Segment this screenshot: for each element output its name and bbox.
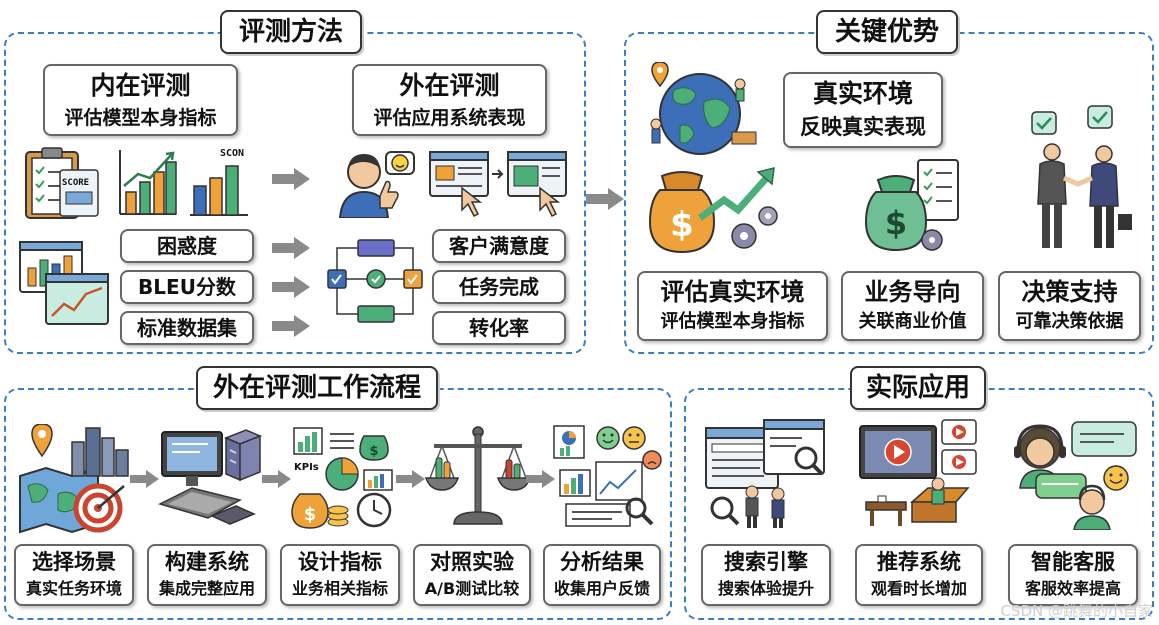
application-title: 搜索引擎 xyxy=(724,550,808,574)
workflow-step-experiment: 对照实验 A/B测试比较 xyxy=(413,544,531,606)
arrow-right-icon xyxy=(526,470,555,488)
real-env-box: 真实环境 反映真实表现 xyxy=(783,72,943,148)
scon-tag: SCON xyxy=(220,148,245,159)
advantage-card-real-env: 评估真实环境 评估模型本身指标 xyxy=(637,271,828,341)
advantage-card-decision: 决策支持 可靠决策依据 xyxy=(998,271,1141,341)
workflow-step-subtitle: 集成完整应用 xyxy=(158,579,255,598)
workflow-title: 外在评测工作流程 xyxy=(196,366,438,410)
clipboard-score-icon xyxy=(25,147,99,219)
bar-chart-rising-icon xyxy=(119,150,177,215)
results-feedback-icon xyxy=(553,425,662,527)
metric-bleu-label: BLEU分数 xyxy=(138,275,236,299)
metric-bleu: BLEU分数 xyxy=(120,270,254,304)
svg-text:$: $ xyxy=(304,504,317,525)
workflow-step-title: 对照实验 xyxy=(430,550,514,574)
advantage-card-subtitle: 关联商业价值 xyxy=(858,311,967,332)
arrow-right-icon xyxy=(262,470,291,488)
search-engine-icon xyxy=(705,419,825,528)
application-subtitle: 客服效率提高 xyxy=(1024,579,1121,598)
video-recommendation-icon xyxy=(859,419,977,526)
arrow-right-icon xyxy=(272,168,310,190)
kpi-tag: KPIs xyxy=(294,462,319,473)
svg-text:$: $ xyxy=(670,205,694,245)
metric-task-completion: 任务完成 xyxy=(432,270,566,304)
balance-scale-icon xyxy=(424,426,532,525)
metric-conversion: 转化率 xyxy=(432,311,566,345)
application-title: 智能客服 xyxy=(1031,550,1115,574)
metric-perplexity-label: 困惑度 xyxy=(157,234,217,258)
flowchart-icon xyxy=(327,239,423,323)
watermark: CSDN @跳舞的小自家 xyxy=(1000,602,1153,620)
workflow-step-build: 构建系统 集成完整应用 xyxy=(147,544,267,606)
svg-text:$: $ xyxy=(369,444,378,459)
metric-satisfaction: 客户满意度 xyxy=(432,229,566,263)
arrow-right-icon xyxy=(396,470,425,488)
arrow-right-icon xyxy=(130,470,159,488)
intrinsic-eval-title: 内在评测 xyxy=(90,71,191,100)
browser-windows-click-icon xyxy=(429,151,567,218)
workflow-step-title: 选择场景 xyxy=(32,550,116,574)
analytics-sheets-icon xyxy=(19,241,109,325)
intrinsic-eval-box: 内在评测 评估模型本身指标 xyxy=(43,64,238,136)
globe-people-icon xyxy=(650,62,757,155)
metric-benchmark-label: 标准数据集 xyxy=(137,316,237,340)
computer-server-icon xyxy=(157,429,262,525)
workflow-step-subtitle: 收集用户反馈 xyxy=(553,579,650,598)
advantage-card-subtitle: 评估模型本身指标 xyxy=(660,311,805,332)
real-env-subtitle: 反映真实表现 xyxy=(800,115,926,139)
real-env-title: 真实环境 xyxy=(812,79,913,108)
metric-benchmark: 标准数据集 xyxy=(120,311,254,345)
extrinsic-eval-title: 外在评测 xyxy=(399,71,500,100)
applications-title: 实际应用 xyxy=(850,366,986,410)
arrow-right-icon xyxy=(272,276,310,298)
arrow-right-icon xyxy=(272,237,310,259)
money-checklist-icon: $ xyxy=(864,159,959,252)
metric-perplexity: 困惑度 xyxy=(120,229,254,263)
application-subtitle: 搜索体验提升 xyxy=(717,579,814,598)
arrow-right-icon xyxy=(272,315,310,337)
workflow-step-analysis: 分析结果 收集用户反馈 xyxy=(543,544,661,606)
score-tag: SCORE xyxy=(62,178,90,188)
svg-text:$: $ xyxy=(885,204,907,242)
intrinsic-eval-subtitle: 评估模型本身指标 xyxy=(64,107,217,129)
workflow-step-metrics: 设计指标 业务相关指标 xyxy=(280,544,400,606)
application-subtitle: 观看时长增加 xyxy=(870,579,967,598)
metric-satisfaction-label: 客户满意度 xyxy=(449,234,549,258)
extrinsic-eval-box: 外在评测 评估应用系统表现 xyxy=(352,64,547,136)
workflow-step-title: 构建系统 xyxy=(165,550,249,574)
advantage-card-business: 业务导向 关联商业价值 xyxy=(841,271,984,341)
metric-task-completion-label: 任务完成 xyxy=(459,275,539,299)
customer-service-icon xyxy=(1014,421,1137,530)
workflow-step-scenario: 选择场景 真实任务环境 xyxy=(14,544,134,606)
methods-title: 评测方法 xyxy=(220,10,362,54)
application-recommender: 推荐系统 观看时长增加 xyxy=(855,544,983,606)
handshake-approval-icon xyxy=(1031,105,1132,248)
metric-conversion-label: 转化率 xyxy=(469,316,529,340)
kpi-dashboard-icon: $ $ xyxy=(291,427,393,529)
workflow-step-subtitle: 业务相关指标 xyxy=(291,579,388,598)
advantages-title: 关键优势 xyxy=(816,10,958,54)
workflow-step-title: 分析结果 xyxy=(560,550,644,574)
arrow-right-icon xyxy=(586,188,624,210)
application-title: 推荐系统 xyxy=(877,550,961,574)
extrinsic-eval-subtitle: 评估应用系统表现 xyxy=(373,107,526,129)
map-city-target-icon xyxy=(19,424,129,534)
advantage-card-subtitle: 可靠决策依据 xyxy=(1015,311,1124,332)
application-customer-service: 智能客服 客服效率提高 xyxy=(1008,544,1138,606)
advantage-card-title: 业务导向 xyxy=(864,278,961,306)
bar-chart-icon xyxy=(190,165,248,216)
advantage-card-title: 评估真实环境 xyxy=(660,278,805,306)
workflow-step-title: 设计指标 xyxy=(298,550,382,574)
advantage-card-title: 决策支持 xyxy=(1021,278,1118,306)
application-search-engine: 搜索引擎 搜索体验提升 xyxy=(701,544,831,606)
workflow-step-subtitle: A/B测试比较 xyxy=(424,579,520,598)
user-thumbs-up-icon xyxy=(338,151,415,218)
workflow-step-subtitle: 真实任务环境 xyxy=(25,579,122,598)
money-bag-growth-icon: $ xyxy=(648,167,778,254)
